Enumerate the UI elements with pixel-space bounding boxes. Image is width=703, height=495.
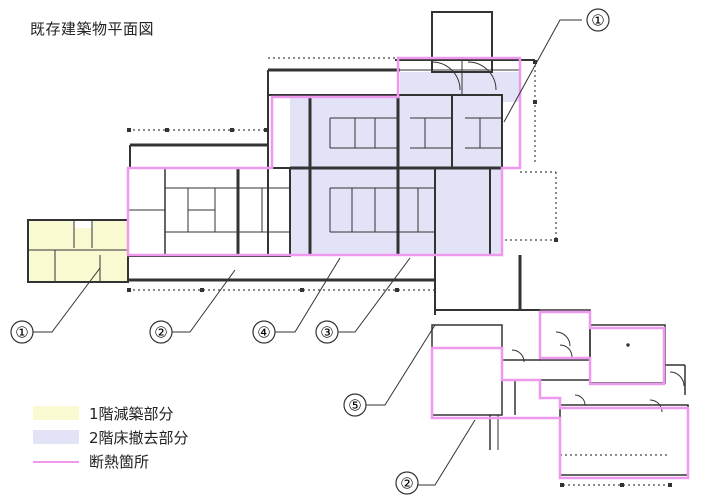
legend-label: 断熱箇所 bbox=[89, 453, 150, 471]
plan-title: 既存建築物平面図 bbox=[30, 20, 155, 38]
callout-top-right: ① bbox=[586, 8, 610, 32]
leader-lines bbox=[33, 19, 582, 486]
callout-mid: ④ bbox=[252, 320, 276, 344]
callout-bottom: ② bbox=[395, 471, 419, 495]
svg-text:⑤: ⑤ bbox=[348, 397, 361, 415]
svg-text:①: ① bbox=[15, 324, 28, 342]
callout-mid-left: ② bbox=[149, 320, 173, 344]
callout-lower: ⑤ bbox=[343, 393, 367, 417]
svg-text:②: ② bbox=[400, 475, 413, 493]
legend-label: 2階床撤去部分 bbox=[89, 429, 189, 447]
legend-swatch-blue bbox=[33, 430, 79, 444]
legend-swatch-yellow bbox=[33, 406, 79, 420]
door-swings bbox=[431, 61, 685, 413]
svg-text:④: ④ bbox=[257, 324, 270, 342]
legend-item-reduced-area: 1階減築部分 bbox=[33, 402, 263, 426]
svg-text:①: ① bbox=[591, 12, 604, 30]
dotted-boundary bbox=[128, 57, 672, 486]
callout-numbers: ① ① ② ④ ③ ⑤ ② bbox=[10, 8, 610, 495]
reduced-area-1f bbox=[28, 220, 128, 282]
legend: 1階減築部分 2階床撤去部分 断熱箇所 bbox=[33, 402, 263, 474]
svg-text:③: ③ bbox=[320, 324, 333, 342]
legend-line-pink bbox=[33, 461, 79, 463]
insulation-lines bbox=[126, 56, 690, 480]
callout-mid-right: ③ bbox=[315, 320, 339, 344]
svg-text:②: ② bbox=[154, 324, 167, 342]
dotted-boundary-markers bbox=[127, 60, 672, 487]
removed-floor-area-2f bbox=[290, 72, 520, 254]
legend-label: 1階減築部分 bbox=[89, 405, 174, 423]
legend-item-insulation: 断熱箇所 bbox=[33, 450, 263, 474]
callout-left: ① bbox=[10, 320, 34, 344]
legend-item-removed-floor: 2階床撤去部分 bbox=[33, 426, 263, 450]
